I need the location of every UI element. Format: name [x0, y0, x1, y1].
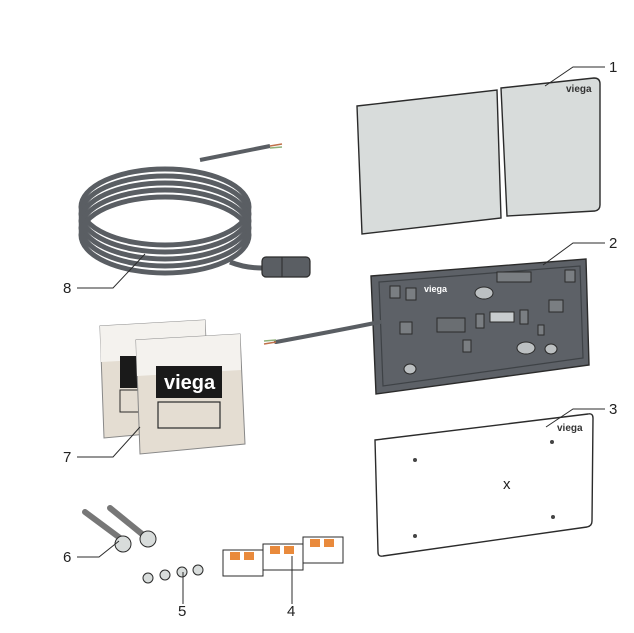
cable-connector — [261, 256, 311, 278]
mounting-frame: viega — [263, 258, 590, 395]
callout-2: 2 — [609, 235, 617, 252]
back-plate: x viega — [374, 413, 594, 557]
callout-4: 4 — [287, 603, 295, 620]
plate-brand-label: viega — [566, 84, 592, 95]
frame-brand-label: viega — [424, 284, 448, 294]
callout-1: 1 — [609, 59, 617, 76]
callout-8: 8 — [63, 280, 71, 297]
callout-3: 3 — [609, 401, 617, 418]
leader-lines — [77, 66, 605, 604]
sachet-front: viega — [135, 333, 246, 455]
long-screws — [82, 505, 157, 553]
small-screws — [142, 564, 204, 584]
callout-5: 5 — [178, 603, 186, 620]
cable-coil — [78, 144, 271, 276]
sachet-brand-label: viega — [164, 372, 216, 394]
center-mark: x — [503, 476, 511, 493]
callout-6: 6 — [63, 549, 71, 566]
callout-7: 7 — [63, 449, 71, 466]
back-plate-brand-label: viega — [557, 423, 583, 434]
flush-plate: viega — [356, 77, 601, 235]
wire-clamps — [222, 536, 344, 577]
